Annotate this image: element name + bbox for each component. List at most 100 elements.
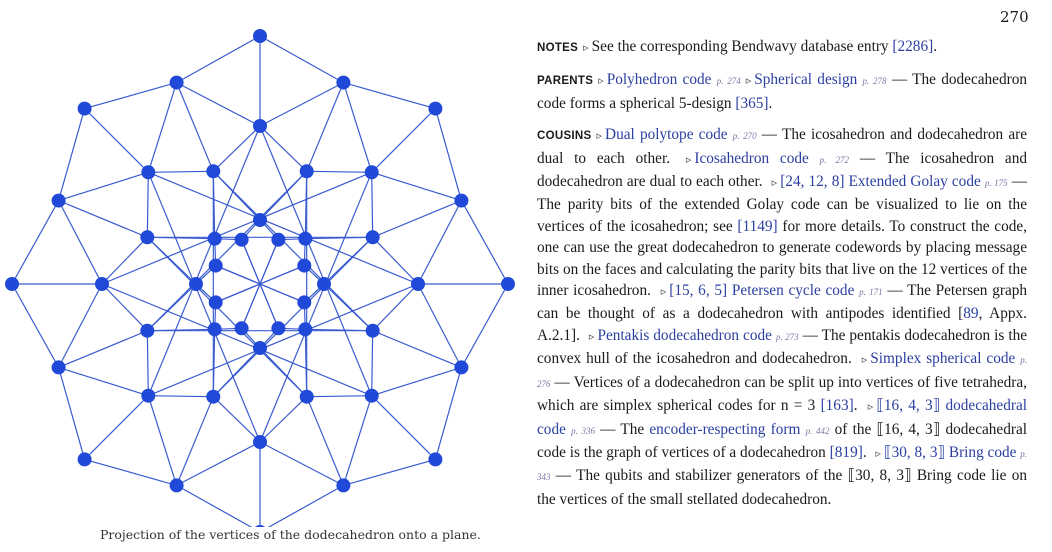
citation-link[interactable]: 89 [963, 305, 979, 323]
graph-edge [259, 396, 308, 443]
page-ref[interactable]: p. 343 [537, 448, 1027, 483]
graph-vertex [365, 230, 380, 245]
parents-paragraph: PARENTS▹Polyhedron code p. 274▹Spherical… [537, 69, 1027, 114]
graph-edge [371, 171, 462, 202]
citation-link[interactable]: [819] [829, 443, 863, 461]
page-ref[interactable]: p. 276 [537, 355, 1028, 389]
graph-vertex [77, 452, 92, 467]
graph-vertex [253, 435, 267, 449]
graph-edge [148, 283, 419, 397]
citation-link[interactable]: [1149] [737, 217, 778, 235]
icosahedron-code-link[interactable]: Icosahedron code [694, 149, 809, 167]
cousin-text: — Vertices of a dodecahedron can be spli… [537, 373, 1027, 415]
graph-edge [372, 200, 462, 238]
graph-edge [146, 236, 197, 285]
triangle-bullet-icon: ▹ [598, 75, 604, 88]
graph-vertex [141, 388, 156, 403]
triangle-bullet-icon: ▹ [596, 130, 603, 143]
graph-edge [259, 172, 373, 443]
page-ref[interactable]: p. 336 [571, 425, 595, 436]
graph-vertex [297, 295, 312, 310]
graph-vertex [141, 165, 156, 180]
graph-edge [58, 367, 86, 460]
page-ref[interactable]: p. 273 [775, 331, 799, 342]
graph-edge [306, 395, 372, 398]
graph-edge [176, 484, 253, 527]
page-ref[interactable]: p. 270 [732, 131, 757, 142]
graph-edge [146, 172, 149, 238]
graph-edge [306, 82, 344, 172]
parents-text-end: . [768, 94, 773, 112]
page-ref[interactable]: p. 442 [805, 425, 830, 436]
graph-edge [84, 82, 177, 110]
graph-edge [148, 395, 214, 398]
graph-edge [176, 35, 261, 84]
graph-edge [58, 330, 148, 368]
citation-link[interactable]: [163] [820, 397, 854, 415]
graph-edge [460, 283, 509, 368]
encoder-respecting-form-link[interactable]: encoder-respecting form [649, 420, 801, 438]
graph-vertex [454, 360, 469, 375]
notes-text: See the corresponding Bendwavy database … [591, 38, 893, 55]
bring-code-link[interactable]: ⟦30, 8, 3⟧ Bring code [884, 443, 1017, 461]
graph-edge [241, 239, 279, 329]
triangle-bullet-icon: ▹ [861, 354, 868, 367]
graph-vertex [411, 277, 425, 291]
page-ref[interactable]: p. 278 [862, 76, 887, 87]
page-ref[interactable]: p. 274 [716, 76, 741, 87]
graph-edge [259, 441, 344, 486]
graph-edge [212, 171, 216, 239]
graph-edge [101, 283, 372, 397]
graph-edge [146, 330, 149, 396]
extended-golay-code-link[interactable]: [24, 12, 8] Extended Golay code [780, 173, 981, 191]
petersen-cycle-code-link[interactable]: [15, 6, 5] Petersen cycle code [669, 282, 855, 300]
notes-text-end: . [933, 38, 938, 55]
graph-vertex [271, 321, 286, 336]
graph-edge [176, 396, 214, 486]
citation-link[interactable]: [365] [735, 94, 769, 112]
polyhedron-code-link[interactable]: Polyhedron code [606, 71, 712, 89]
citation-link[interactable]: [2286] [892, 38, 934, 55]
graph-vertex [234, 321, 249, 336]
cousin-text: — The Petersen graph can be thought of a… [537, 282, 1028, 323]
simplex-spherical-code-link[interactable]: Simplex spherical code [870, 350, 1016, 368]
graph-edge [148, 171, 419, 285]
graph-vertex [140, 323, 155, 338]
graph-edge [101, 236, 148, 285]
graph-edge [343, 458, 436, 486]
graph-vertex [253, 213, 267, 227]
cousin-text: — The [594, 420, 650, 438]
graph-edge [372, 236, 419, 285]
graph-edge [212, 347, 261, 398]
graph-edge [176, 82, 214, 172]
spherical-design-link[interactable]: Spherical design [754, 71, 858, 89]
page-ref[interactable]: p. 272 [819, 154, 850, 165]
graph-vertex [298, 322, 313, 337]
graph-edge [460, 200, 509, 285]
graph-vertex [365, 323, 380, 338]
triangle-bullet-icon: ▹ [685, 153, 692, 166]
cousin-text: , Appx. A.2.1]. [537, 305, 1028, 344]
graph-edge [146, 170, 308, 332]
graph-edge [306, 170, 372, 173]
graph-edge [212, 236, 374, 398]
graph-edge [259, 82, 344, 127]
graph-vertex [51, 193, 66, 208]
graph-edge [101, 171, 372, 285]
cousin-text: — The pentakis dodecahedron is the conve… [537, 326, 1028, 368]
graph-edge [11, 283, 60, 368]
page-ref[interactable]: p. 171 [859, 287, 883, 298]
graph-edge [371, 108, 436, 173]
figure-caption: Projection of the vertices of the dodeca… [100, 527, 481, 542]
page-ref[interactable]: p. 175 [984, 178, 1008, 189]
graph-vertex [189, 277, 203, 291]
graph-vertex [299, 164, 314, 179]
parents-heading: PARENTS [537, 75, 594, 88]
graph-edge [84, 108, 149, 173]
pentakis-dodecahedron-code-link[interactable]: Pentakis dodecahedron code [597, 326, 772, 344]
dodecahedral-code-link[interactable]: ⟦16, 4, 3⟧ dodecahedral code [537, 397, 1028, 438]
graph-vertex [364, 165, 379, 180]
dual-polytope-code-link[interactable]: Dual polytope code [605, 126, 728, 144]
cousin-text: . [862, 443, 867, 461]
graph-edge [212, 125, 261, 172]
